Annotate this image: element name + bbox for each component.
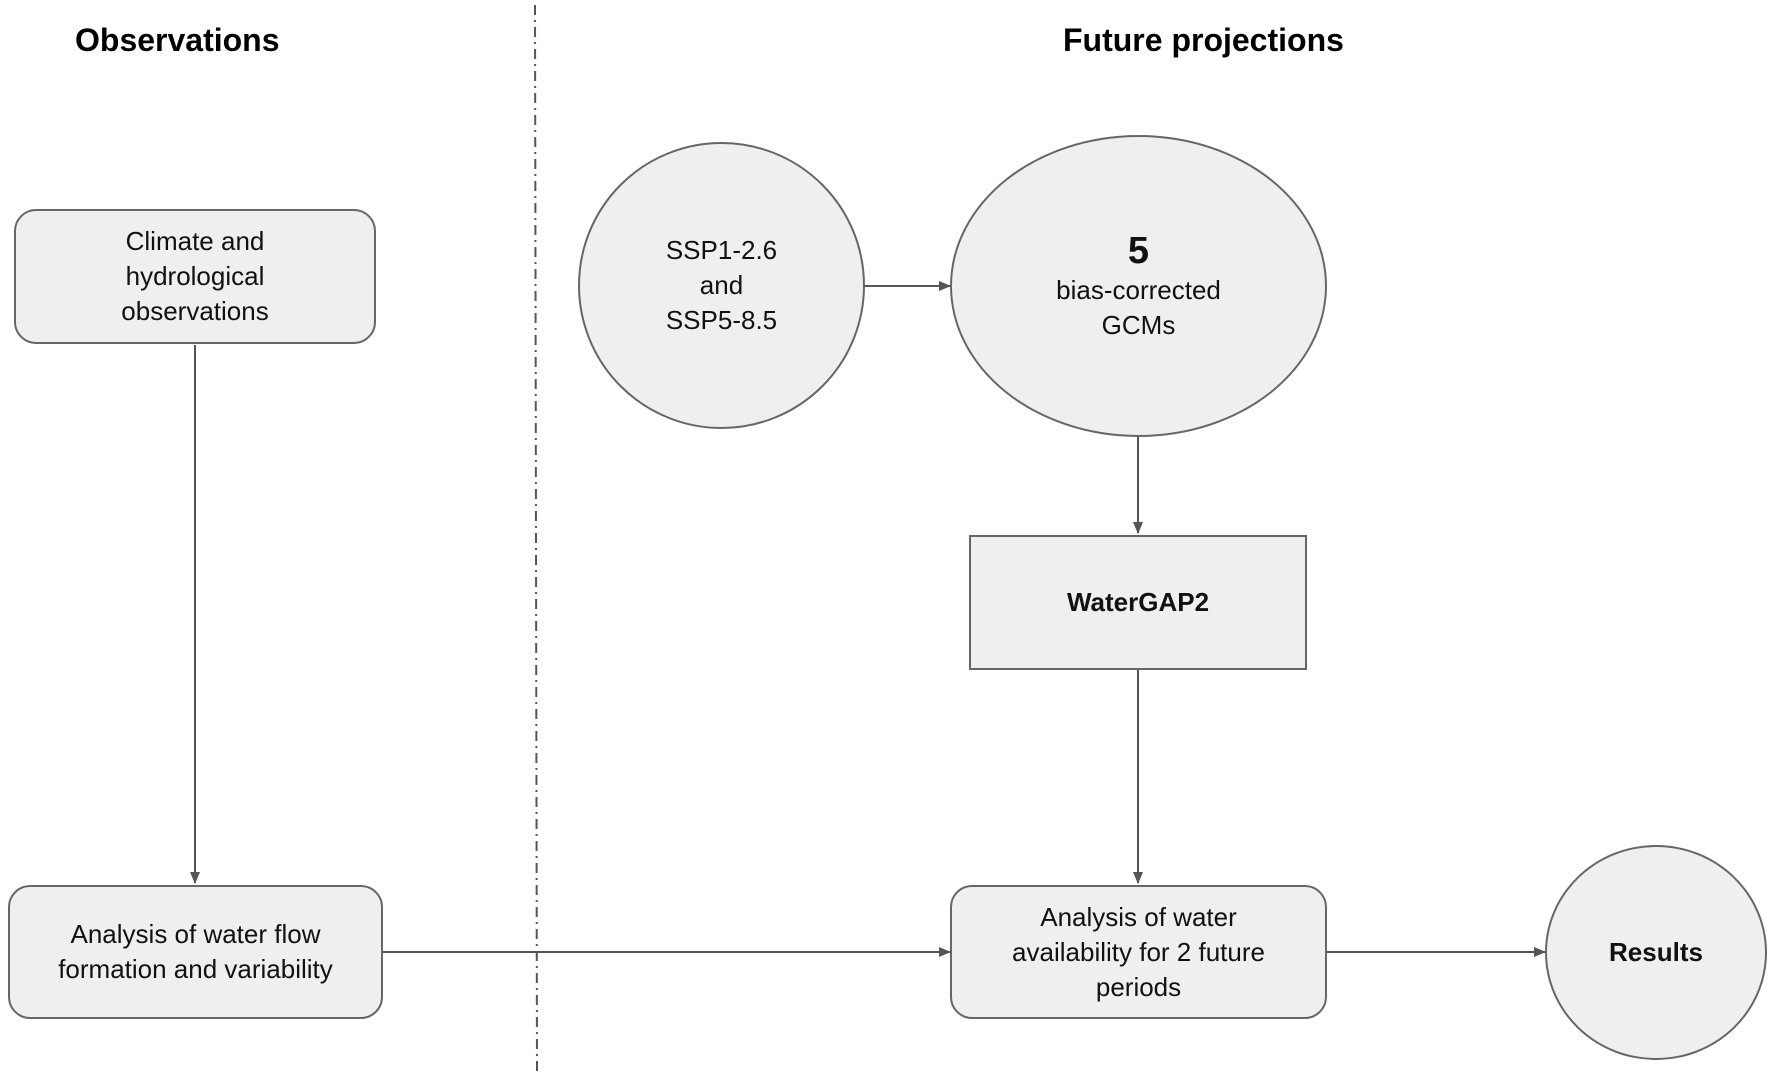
node-climate-observations-label: Climate and hydrological observations	[121, 226, 269, 326]
node-gcms-label: bias-corrected GCMs	[1056, 275, 1221, 340]
node-analysis-future-availability-label: Analysis of water availability for 2 fut…	[1012, 901, 1265, 1002]
heading-observations: Observations	[75, 22, 280, 58]
node-results: Results	[1545, 845, 1767, 1060]
node-gcms: 5 bias-corrected GCMs	[950, 135, 1327, 437]
node-analysis-water-flow: Analysis of water flow formation and var…	[8, 885, 383, 1019]
node-watergap2-label: WaterGAP2	[1066, 587, 1210, 617]
node-climate-observations: Climate and hydrological observations	[14, 209, 376, 344]
node-gcms-count: 5	[1127, 230, 1150, 272]
node-analysis-water-flow-label: Analysis of water flow formation and var…	[58, 919, 333, 984]
section-divider	[534, 4, 538, 1076]
node-results-label: Results	[1609, 937, 1703, 967]
heading-future-projections: Future projections	[1063, 22, 1344, 58]
node-watergap2: WaterGAP2	[969, 535, 1307, 670]
node-ssp-scenarios-label: SSP1-2.6 and SSP5-8.5	[665, 235, 778, 335]
node-analysis-future-availability: Analysis of water availability for 2 fut…	[950, 885, 1327, 1019]
node-ssp-scenarios: SSP1-2.6 and SSP5-8.5	[578, 142, 865, 429]
